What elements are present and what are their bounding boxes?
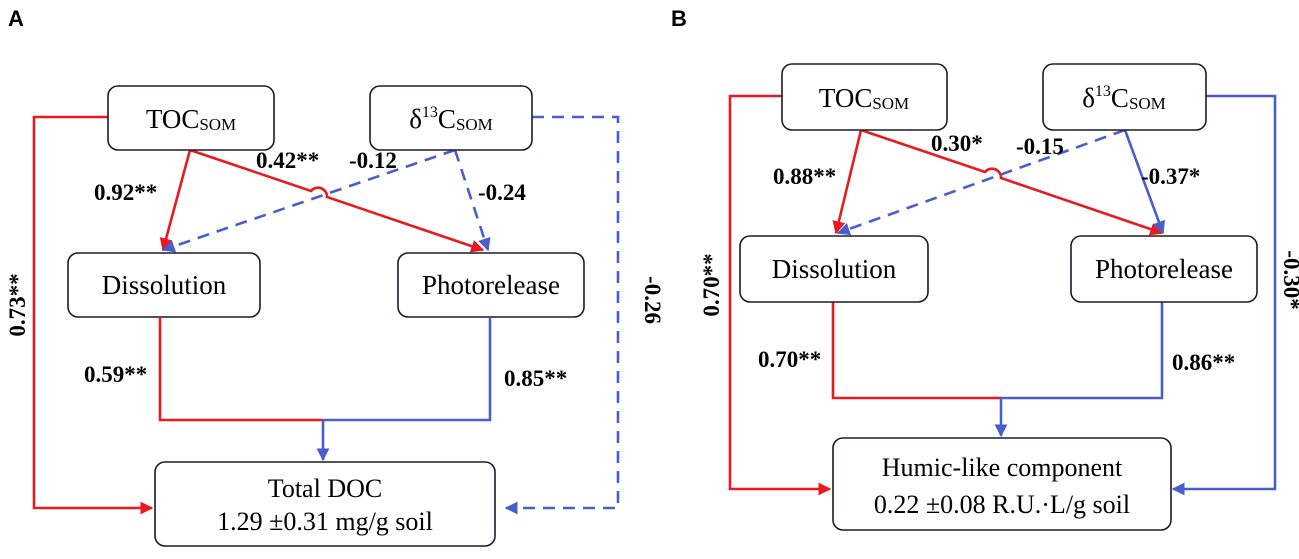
node-a-dissolution: Dissolution: [67, 252, 261, 318]
path-b-toc-to-outcome: [728, 94, 832, 496]
coef-a-delta-dissolution: -0.12: [349, 148, 397, 173]
path-a-delta-to-photorelease: [453, 149, 491, 252]
node-a-delta: δ13CSOM: [369, 85, 533, 151]
svg-text:δ13CSOM: δ13CSOM: [409, 104, 493, 134]
svg-text:δ13CSOM: δ13CSOM: [1082, 83, 1166, 113]
node-b-photorelease-label: Photorelease: [1095, 254, 1233, 284]
node-a-toc-main: TOC: [146, 104, 200, 134]
path-b-toc-to-dissolution: [832, 129, 863, 235]
path-a-dissolution-to-join: [158, 318, 323, 422]
coef-b-toc-photorelease: 0.30*: [931, 131, 983, 156]
path-a-toc-to-dissolution: [159, 149, 192, 252]
node-b-delta-sup: 13: [1095, 83, 1111, 100]
path-b-dissolution-to-join: [831, 302, 1001, 400]
path-a-toc-to-photorelease: [189, 148, 485, 253]
node-a-delta-sup: 13: [422, 104, 438, 121]
node-a-outcome-line1: Total DOC: [268, 474, 382, 503]
coef-b-toc-dissolution: 0.88**: [773, 164, 836, 189]
path-b-photorelease-to-join: [1001, 302, 1164, 400]
coef-b-delta-outcome: -0.30*: [1279, 250, 1299, 309]
node-b-dissolution: Dissolution: [739, 235, 929, 303]
coef-b-photorelease-outcome: 0.86**: [1172, 350, 1235, 375]
node-a-photorelease-label: Photorelease: [422, 270, 560, 300]
panel-a: A TOCSOM δ13CSOM Dissolution: [5, 6, 665, 547]
path-b-delta-to-outcome: [1171, 94, 1277, 496]
path-b-toc-to-photorelease: [860, 128, 1164, 236]
path-a-photorelease-to-join: [323, 318, 492, 422]
node-b-delta: δ13CSOM: [1042, 63, 1207, 131]
svg-text:TOCSOM: TOCSOM: [146, 104, 236, 134]
svg-text:TOCSOM: TOCSOM: [819, 83, 909, 113]
path-a-delta-to-dissolution: [161, 148, 456, 253]
coef-a-toc-photorelease: 0.42**: [256, 148, 319, 173]
coef-a-toc-dissolution: 0.92**: [94, 180, 157, 205]
node-a-toc-sub: SOM: [199, 115, 236, 134]
node-b-outcome-line2: 0.22 ±0.08 R.U.·L/g soil: [874, 490, 1130, 519]
coef-b-toc-outcome: 0.70**: [699, 253, 724, 316]
coef-a-toc-outcome: 0.73**: [5, 273, 30, 336]
node-b-outcome: Humic-like component 0.22 ±0.08 R.U.·L/g…: [832, 437, 1172, 531]
panel-b-letter: B: [671, 6, 687, 31]
coef-a-photorelease-outcome: 0.85**: [504, 366, 567, 391]
node-b-toc-main: TOC: [819, 83, 873, 113]
node-a-dissolution-label: Dissolution: [102, 270, 227, 300]
path-a-toc-to-outcome: [32, 115, 154, 515]
node-a-outcome: Total DOC 1.29 ±0.31 mg/g soil: [154, 461, 496, 547]
node-a-outcome-line2: 1.29 ±0.31 mg/g soil: [217, 507, 433, 536]
node-a-toc: TOCSOM: [107, 85, 275, 151]
node-a-delta-sub: SOM: [456, 115, 493, 134]
node-b-toc: TOCSOM: [781, 63, 948, 131]
node-a-delta-main: C: [438, 104, 456, 134]
node-b-delta-main: C: [1111, 83, 1129, 113]
node-a-delta-symbol: δ: [409, 104, 422, 134]
coef-b-delta-dissolution: -0.15: [1016, 134, 1064, 159]
node-b-delta-sub: SOM: [1129, 94, 1166, 113]
node-b-delta-symbol: δ: [1082, 83, 1095, 113]
path-b-delta-to-dissolution: [836, 128, 1126, 236]
path-a-delta-to-outcome: [504, 115, 620, 515]
coef-b-delta-photorelease: -0.37*: [1141, 164, 1200, 189]
coef-a-dissolution-outcome: 0.59**: [84, 362, 147, 387]
node-b-photorelease: Photorelease: [1070, 235, 1258, 303]
panel-b: B TOCSOM δ13CSOM Dissolution: [671, 6, 1299, 531]
node-a-photorelease: Photorelease: [397, 252, 585, 318]
coef-b-dissolution-outcome: 0.70**: [758, 347, 821, 372]
node-b-toc-sub: SOM: [872, 94, 909, 113]
node-b-outcome-line1: Humic-like component: [882, 453, 1123, 482]
node-b-dissolution-label: Dissolution: [772, 254, 897, 284]
panel-a-letter: A: [8, 6, 24, 31]
coef-a-delta-photorelease: -0.24: [478, 180, 526, 205]
coef-a-delta-outcome: -0.26: [640, 276, 665, 324]
path-b-delta-to-photorelease: [1123, 129, 1166, 235]
